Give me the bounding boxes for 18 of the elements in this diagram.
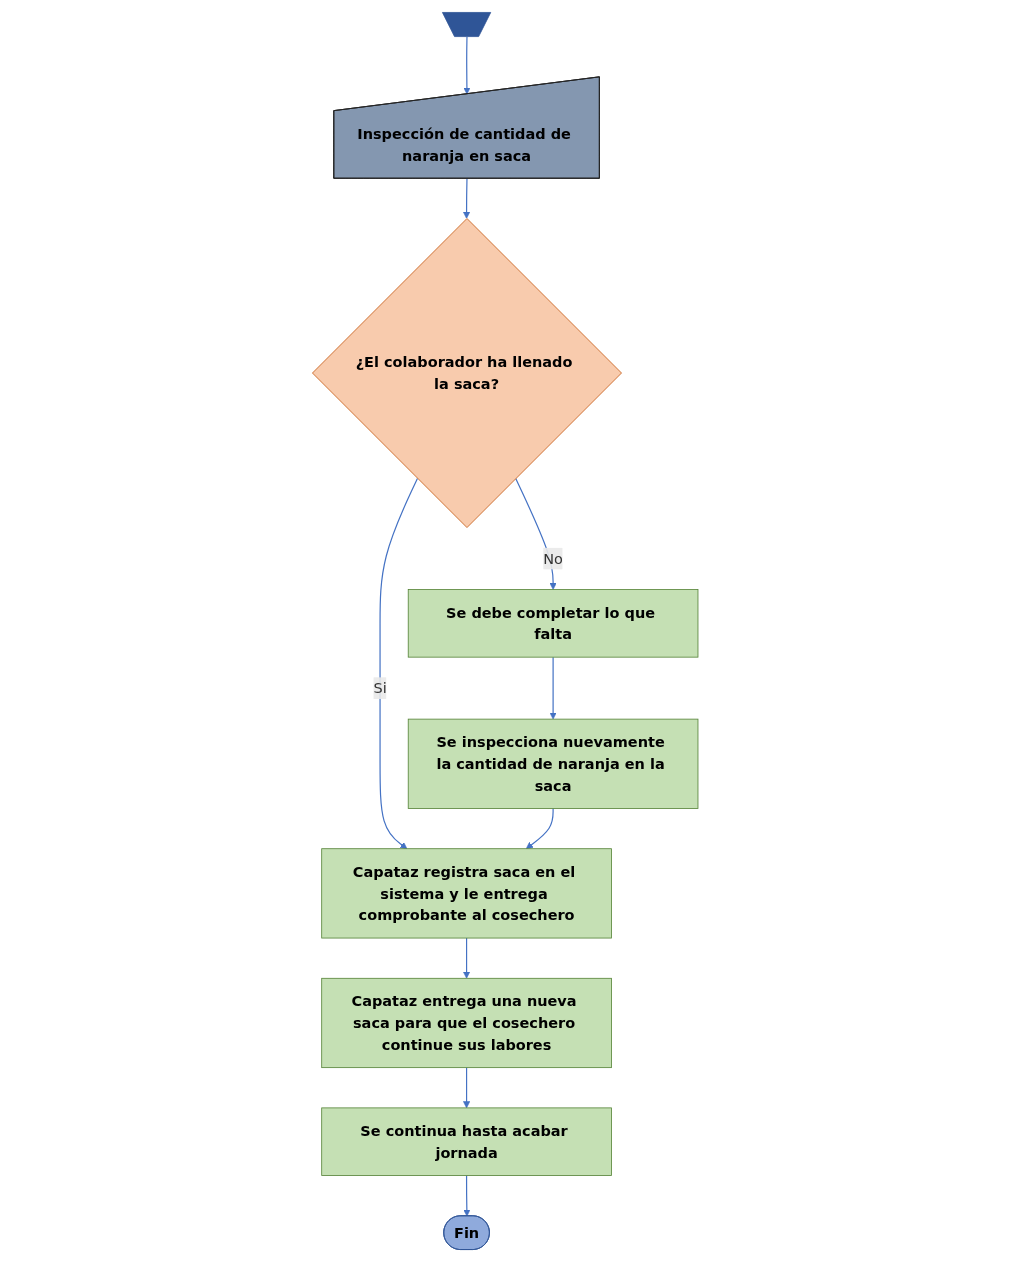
arrow	[379, 477, 419, 850]
arrow	[549, 656, 557, 720]
node-box: Capataz registra saca en el sistema y le entrega comprobante al cosechero	[321, 848, 613, 939]
node-box: Se continua hasta acabar jornada	[321, 1107, 613, 1176]
arrow	[515, 477, 557, 590]
node-pentagon	[442, 12, 492, 37]
node-diamond: ¿El colaborador ha llenado la saca?	[312, 218, 623, 528]
arrow	[463, 36, 471, 95]
edge-label: No	[543, 550, 564, 567]
node-box: Capataz entrega una nueva saca para que el cosechero continue sus labores	[321, 977, 613, 1069]
arrow	[526, 807, 554, 850]
node-box: Se inspecciona nuevamente la cantidad de naranja en la saca	[408, 718, 699, 809]
arrow	[463, 178, 471, 219]
edge-label: Si	[373, 679, 387, 697]
arrow	[463, 937, 471, 979]
arrow	[463, 1067, 471, 1109]
node-box: Se debe completar lo que falta	[408, 589, 699, 658]
arrow	[463, 1174, 471, 1217]
